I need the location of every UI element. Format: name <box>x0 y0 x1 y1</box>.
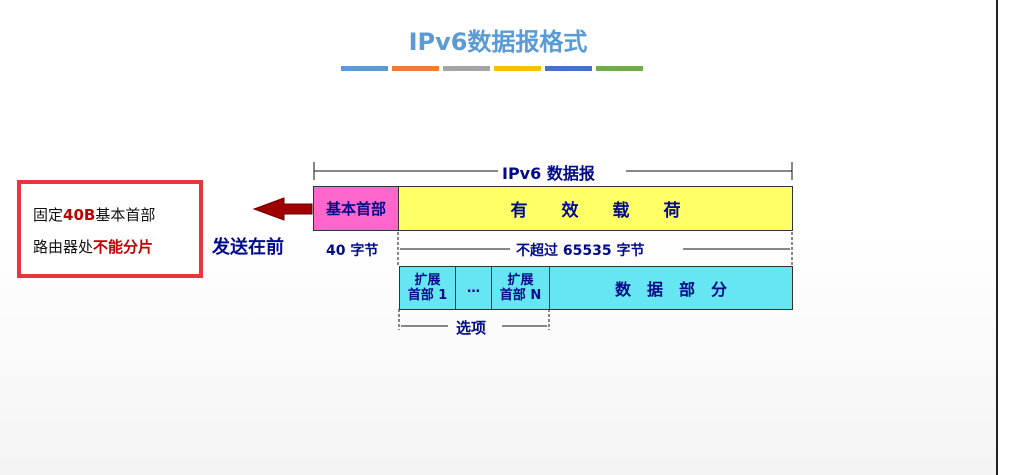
diagram-lines <box>252 162 793 330</box>
accent-bar-6 <box>596 66 643 71</box>
base-header-size-label: 40 字节 <box>326 243 379 259</box>
send-direction-arrow <box>252 197 313 221</box>
ext-header-1-cell: 扩展 首部 1 <box>399 266 456 310</box>
note-line-1: 固定40B基本首部 <box>33 204 155 225</box>
note-line-2-pre: 路由器处 <box>33 238 94 256</box>
note-box: 固定40B基本首部 路由器处不能分片 <box>17 180 203 278</box>
note-line-1-bold: 40B <box>63 206 96 224</box>
data-part-cell: 数 据 部 分 <box>549 266 793 310</box>
page-title: IPv6数据报格式 <box>408 28 588 56</box>
payload-cell: 有 效 载 荷 <box>398 186 793 231</box>
note-line-2: 路由器处不能分片 <box>33 236 153 257</box>
datagram-label: IPv6 数据报 <box>502 164 595 183</box>
slide: IPv6数据报格式 IPv6 数据报 基本首部 <box>0 0 998 475</box>
note-line-1-pre: 固定 <box>33 206 64 224</box>
note-line-2-bold: 不能分片 <box>93 238 154 256</box>
note-line-1-post: 基本首部 <box>95 206 156 224</box>
payload-size-label: 不超过 65535 字节 <box>516 243 645 259</box>
accent-bar-5 <box>545 66 592 71</box>
base-header-cell: 基本首部 <box>313 186 399 231</box>
options-label: 选项 <box>456 319 487 337</box>
accent-bar-4 <box>494 66 541 71</box>
accent-bar-2 <box>392 66 439 71</box>
accent-bar-1 <box>341 66 388 71</box>
ext-header-n-cell: 扩展 首部 N <box>491 266 550 310</box>
sent-first-label: 发送在前 <box>212 237 284 258</box>
ext-ellipsis-cell: … <box>455 266 492 310</box>
accent-bar-3 <box>443 66 490 71</box>
